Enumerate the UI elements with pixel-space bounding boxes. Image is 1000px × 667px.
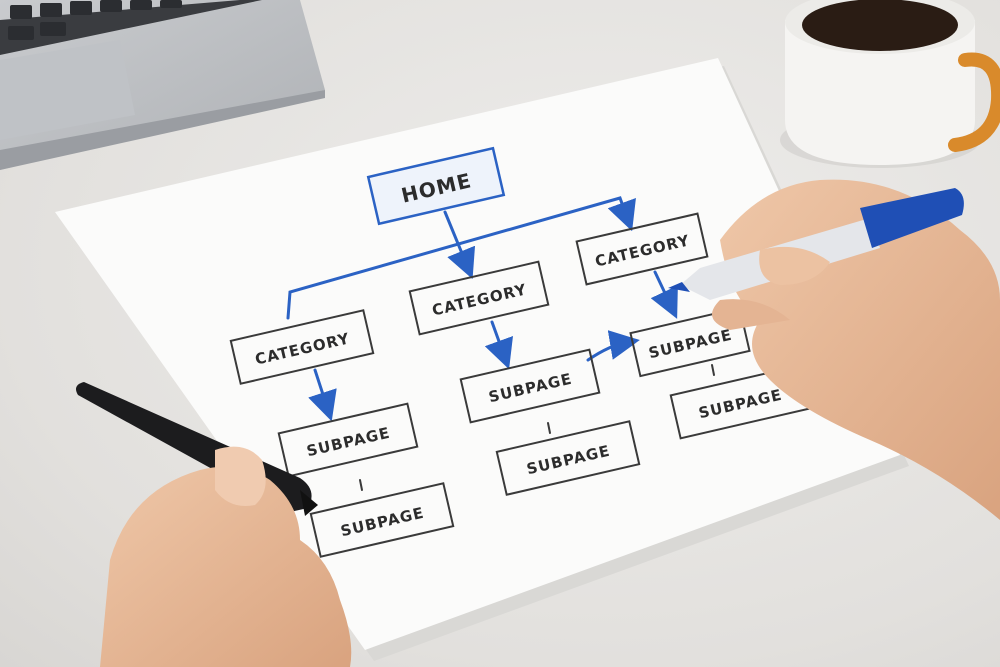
home-node: HOME: [366, 146, 506, 226]
right-hand-with-blue-marker: [668, 179, 1000, 521]
coffee-mug: [780, 0, 1000, 168]
subpage-links: [359, 364, 715, 491]
laptop: [0, 0, 325, 170]
left-hand-with-black-pen: [76, 382, 352, 667]
